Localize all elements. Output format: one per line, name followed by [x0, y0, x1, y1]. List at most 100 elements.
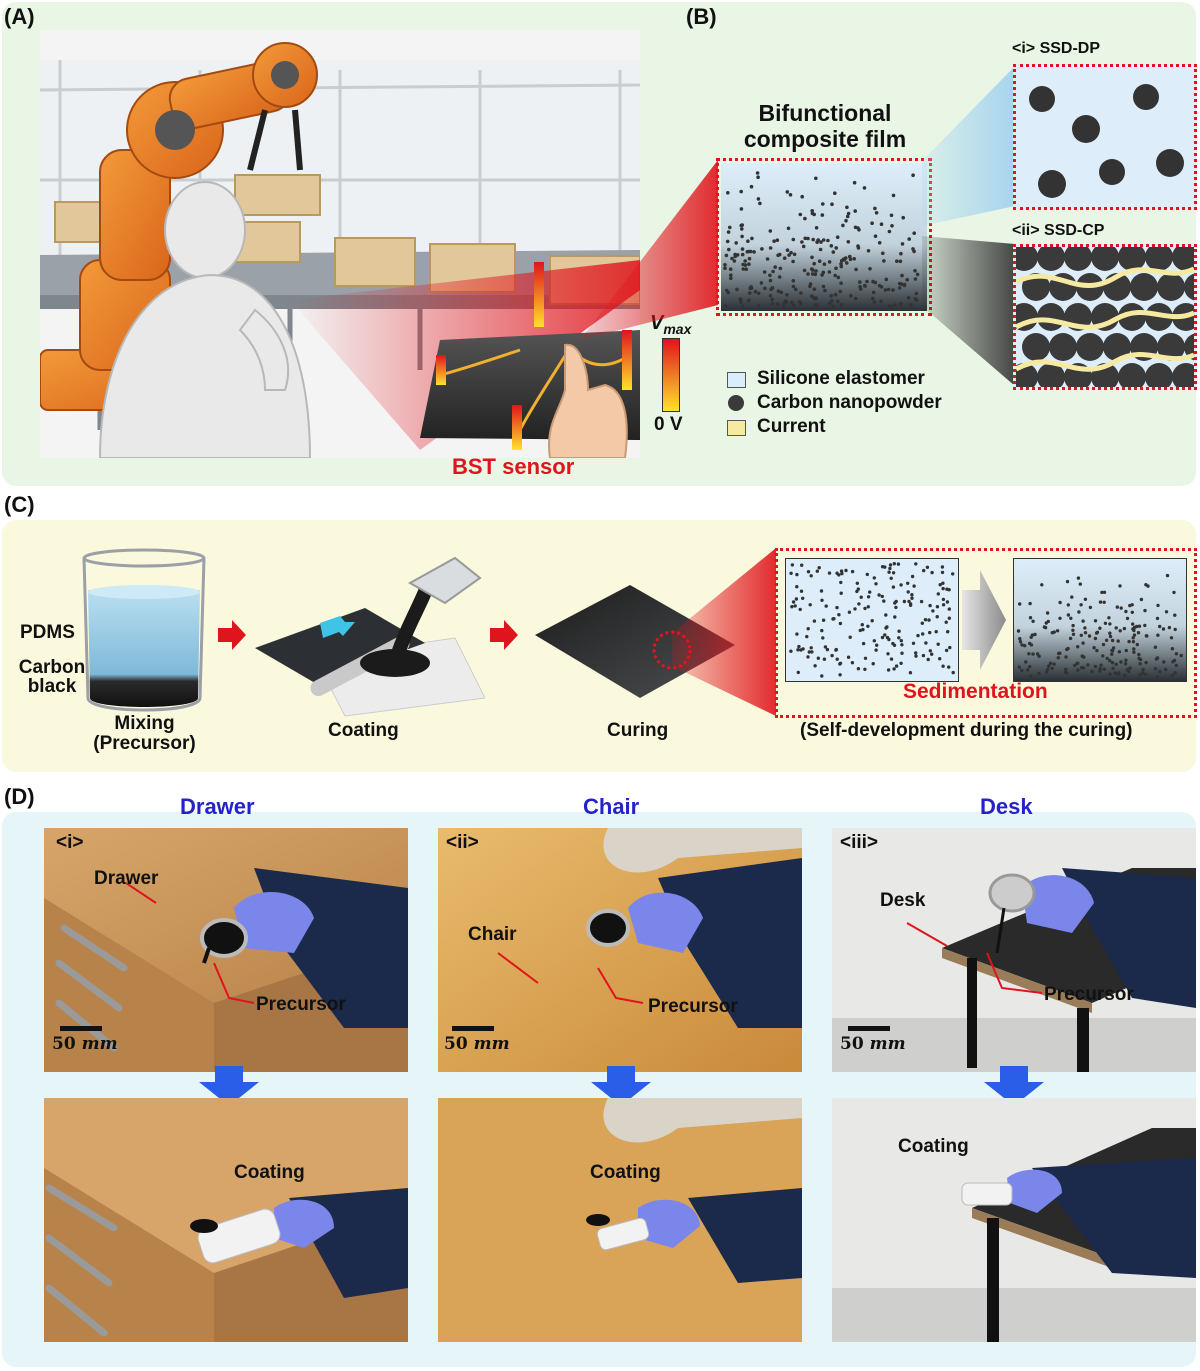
particle-dot: [1108, 622, 1112, 626]
particle-dot: [1081, 619, 1085, 623]
carbon-particle: [1145, 247, 1173, 271]
particle-dot: [745, 250, 750, 254]
composite-film-box: [716, 158, 932, 316]
beaker-illustration: [82, 548, 206, 712]
carbon-particle: [1103, 333, 1131, 361]
particle-dot: [834, 648, 838, 652]
scale-bar-drawer: 50 mm: [52, 1026, 118, 1054]
particle-dot: [1138, 657, 1143, 662]
carbon-particle: [1016, 247, 1038, 271]
particle-dot: [1064, 655, 1068, 659]
particle-dot: [819, 240, 823, 244]
particle-dot: [792, 252, 797, 257]
carbon-particle: [1049, 333, 1077, 361]
particle-dot: [910, 574, 915, 579]
particle-dot: [1114, 626, 1118, 630]
particle-dot: [729, 276, 733, 281]
particle-dot: [877, 283, 882, 288]
particle-dot: [846, 655, 851, 659]
particle-dot: [1077, 610, 1081, 614]
particle-dot: [740, 304, 745, 309]
particle-dot: [1143, 608, 1147, 613]
particle-dot: [1136, 631, 1141, 635]
particle-dot: [844, 218, 848, 223]
particle-dot: [1164, 610, 1169, 614]
particle-dot: [798, 212, 803, 217]
particle-dot: [893, 601, 897, 605]
particle-dot: [812, 619, 817, 623]
particle-dot: [913, 269, 917, 273]
particle-dot: [852, 180, 857, 185]
carbon-black-line1: Carbon: [18, 657, 86, 678]
particle-dot: [894, 605, 898, 610]
particle-dot: [1023, 644, 1027, 648]
particle-dot: [810, 255, 814, 260]
particle-dot: [908, 671, 913, 675]
particle-dot: [866, 249, 871, 253]
particle-dot: [873, 206, 877, 211]
sedimentation-arrow-icon: [962, 570, 1006, 670]
particle-dot: [1031, 652, 1035, 656]
particle-dot: [1033, 632, 1037, 637]
particle-dot: [889, 657, 894, 661]
particle-dot: [872, 576, 876, 580]
particle-dot: [821, 238, 826, 242]
particle-dot: [944, 648, 949, 653]
particle-dot: [915, 272, 920, 277]
particle-dot: [905, 278, 909, 282]
particle-dot: [820, 628, 824, 633]
particle-dot: [930, 652, 934, 656]
particle-dot: [791, 284, 796, 289]
particle-dot: [818, 247, 823, 252]
particle-dot: [1139, 597, 1144, 602]
particle-dot: [916, 633, 920, 638]
particle-dot: [1132, 633, 1137, 637]
particle-dot: [1119, 660, 1123, 664]
sedimentation-after: [1013, 558, 1187, 682]
inset-i-ssd-dp: [1013, 64, 1197, 210]
particle-dot: [891, 641, 895, 646]
particle-dot: [1111, 646, 1116, 650]
particle-dot: [809, 646, 813, 650]
particle-dot: [814, 269, 818, 273]
particle-dot: [872, 639, 876, 643]
coating-label-c: Coating: [328, 720, 399, 741]
particle-dot: [914, 654, 918, 658]
particle-dot: [1070, 595, 1074, 599]
particle-dot: [1128, 666, 1132, 670]
particle-dot: [871, 279, 875, 284]
particle-dot: [936, 642, 940, 646]
particle-dot: [747, 256, 752, 261]
particle-dot: [858, 628, 862, 633]
particle-dot: [756, 304, 761, 308]
particle-dot: [791, 303, 796, 308]
particle-dot: [1018, 602, 1022, 606]
particle-dot: [868, 267, 872, 271]
particle-dot: [836, 299, 840, 304]
particle-dot: [1153, 667, 1158, 671]
particle-dot: [777, 275, 782, 279]
particle-dot: [803, 216, 807, 221]
self-development-label: (Self-development during the curing): [800, 720, 1133, 741]
voltage-color-scale-bar: [662, 338, 680, 412]
particle-dot: [860, 623, 864, 627]
particle-dot: [806, 627, 810, 631]
particle-dot: [741, 262, 745, 267]
particle-dot: [816, 656, 820, 660]
arrow-down-icon: [984, 1066, 1044, 1106]
particle-dot: [900, 643, 904, 647]
particle-dot: [944, 620, 948, 624]
particle-dot: [938, 657, 942, 661]
particle-dot: [913, 277, 918, 281]
particle-dot: [898, 259, 903, 264]
legend-label-silicone: Silicone elastomer: [757, 368, 925, 389]
particle-dot: [809, 574, 813, 578]
particle-dot: [1069, 616, 1073, 620]
particle-dot: [1131, 636, 1135, 640]
particle-dot: [880, 635, 885, 640]
coating-label-drawer: Coating: [234, 1162, 305, 1183]
particle-dot: [906, 590, 910, 594]
particle-dot: [1095, 648, 1099, 653]
particle-dot: [821, 636, 825, 640]
particle-dot: [1172, 658, 1177, 663]
